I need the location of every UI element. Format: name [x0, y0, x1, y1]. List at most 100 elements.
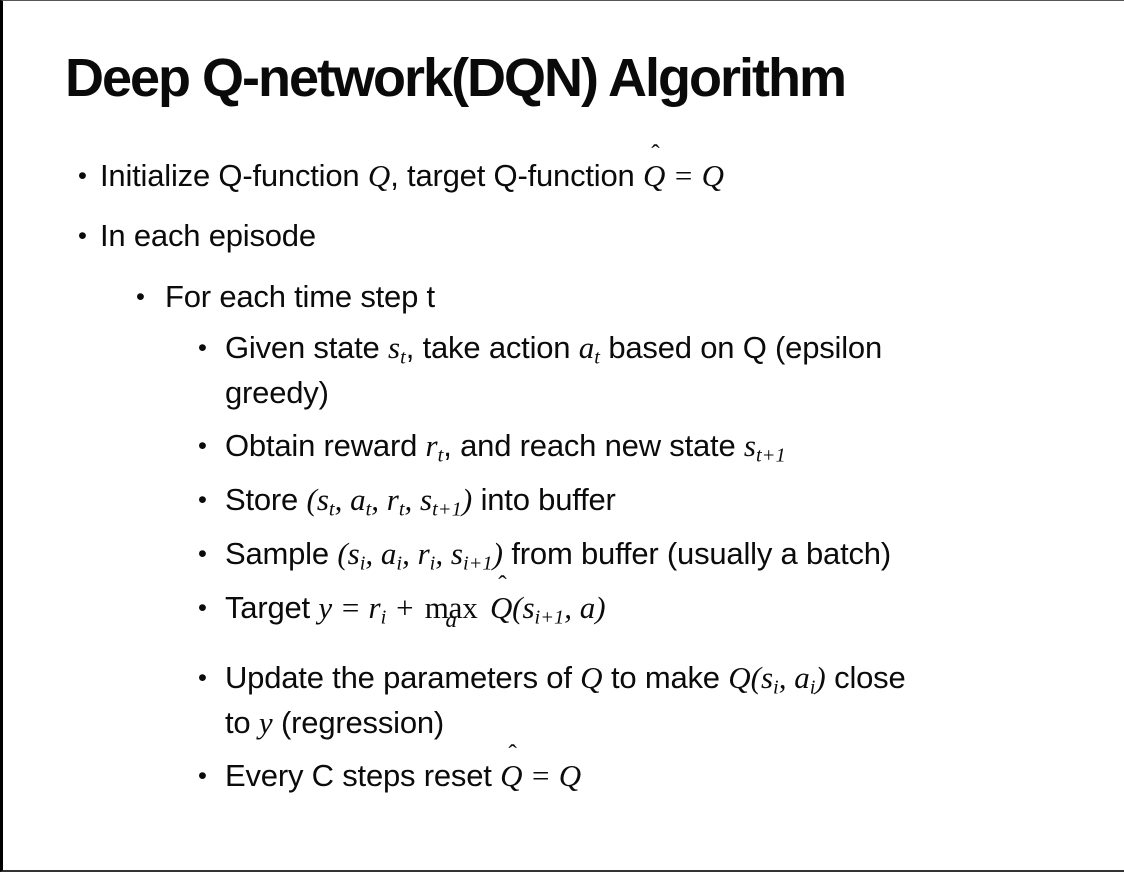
text-run: Obtain reward — [225, 427, 426, 463]
bullet-dot-icon: • — [198, 593, 207, 622]
math-run: , a — [365, 535, 397, 571]
bullet-text: In each episode — [100, 215, 316, 258]
text-run: to — [225, 705, 259, 741]
math-run: , s — [404, 481, 433, 517]
bullet-text: Update the parameters of Q to make Q(si,… — [225, 657, 906, 745]
math-run: Q — [580, 660, 603, 696]
bullet-text: Given state st, take action at based on … — [225, 327, 882, 415]
math-run: = Q — [665, 157, 724, 193]
bullet-text: For each time step t — [165, 276, 435, 319]
slide-title: Deep Q-network(DQN) Algorithm — [65, 48, 847, 108]
bullet-item: • Initialize Q-function Q, target Q-funct… — [78, 139, 1124, 198]
math-run: s — [388, 330, 401, 366]
hat-accent: ˆ — [498, 571, 507, 600]
math-run: , s — [435, 535, 463, 571]
bullet-dot-icon: • — [198, 485, 207, 514]
math-run: (s — [306, 481, 329, 517]
hat-accent: ˆ — [508, 739, 517, 768]
math-subscript: t — [400, 346, 406, 369]
math-run: = Q — [522, 758, 582, 794]
bullet-text: Sample (si, ai, ri, si+1) from buffer (u… — [225, 533, 891, 578]
bullet-item: •Update the parameters of Q to make Q(si… — [198, 657, 1124, 745]
bullet-dot-icon: • — [78, 222, 87, 251]
text-run: based on Q (epsilon — [599, 330, 883, 366]
bullet-item: •Sample (si, ai, ri, si+1) from buffer (… — [198, 533, 1124, 578]
math-subscript: i — [809, 677, 816, 700]
bullet-item: • Obtain reward rt, and reach new state s… — [198, 425, 1124, 470]
math-subscript: t — [594, 346, 600, 369]
bullet-dot-icon: • — [198, 431, 207, 460]
text-run: (regression) — [272, 705, 445, 741]
bullet-dot-icon: • — [136, 283, 145, 312]
math-run: ) — [492, 535, 503, 571]
math-run: s — [743, 427, 756, 463]
math-subscript: t — [365, 498, 372, 521]
math-run: r — [425, 427, 438, 463]
math-subscript: t — [328, 498, 335, 521]
text-run: Update the parameters of — [225, 660, 581, 696]
text-run: In each episode — [100, 218, 316, 254]
math-run: , a) — [564, 589, 606, 625]
math-subscript: i+1 — [534, 606, 565, 629]
text-run — [482, 590, 490, 625]
bullet-text: Store (st, at, rt, st+1) into buffer — [225, 479, 616, 524]
text-run: For each time step t — [165, 279, 435, 315]
math-subscript: i+1 — [462, 552, 493, 575]
text-run: , and reach new state — [443, 427, 744, 463]
bullet-dot-icon: • — [198, 334, 207, 363]
text-run: Target — [225, 589, 319, 625]
text-run: , target Q-function — [390, 157, 643, 193]
text-run: greedy) — [225, 374, 329, 410]
math-subscript: t+1 — [432, 498, 462, 521]
math-subscript: i — [773, 677, 779, 700]
math-run: + — [386, 589, 423, 625]
math-run: , r — [371, 481, 399, 517]
math-subscript: i — [396, 552, 403, 575]
text-run: , take action — [405, 330, 579, 366]
bullet-text: Obtain reward rt, and reach new state st… — [225, 425, 786, 470]
text-run: from buffer (usually a batch) — [502, 535, 891, 571]
text-run: Given state — [225, 330, 389, 366]
math-subscript: t — [398, 498, 405, 521]
bullet-item: •Given state st, take action at based on… — [198, 327, 1124, 415]
text-run: Sample — [225, 535, 338, 571]
text-run: to make — [602, 660, 729, 696]
math-run: a — [578, 330, 595, 366]
math-subscript: i — [380, 606, 387, 629]
bullet-dot-icon: • — [78, 161, 87, 190]
bullet-item: • For each time step t — [136, 276, 1124, 319]
bullet-list: •Initialize Q-function Q, target Q-funct… — [3, 139, 1124, 798]
text-run: close — [825, 660, 906, 696]
hat-accent: ˆ — [651, 139, 660, 168]
math-run: Q(s — [728, 660, 774, 696]
math-run: (s — [512, 589, 535, 625]
bullet-dot-icon: • — [198, 762, 207, 791]
max-operator: max — [424, 589, 478, 625]
bullet-item: • In each episode — [78, 215, 1124, 258]
bullet-dot-icon: • — [198, 539, 207, 568]
math-run: y — [258, 705, 273, 741]
math-subscript: i — [359, 552, 366, 575]
text-run: Initialize Q-function — [100, 157, 368, 193]
math-subscript: t+1 — [756, 444, 786, 467]
bullet-dot-icon: • — [198, 664, 207, 693]
math-run: ) — [461, 481, 473, 517]
bullet-item: •Store (st, at, rt, st+1) into buffer — [198, 479, 1124, 524]
math-run: ) — [815, 660, 826, 696]
text-run: Every C steps reset — [225, 758, 501, 794]
bullet-text: Initialize Q-function Q, target Q-functi… — [100, 139, 724, 198]
math-run: (s — [337, 535, 360, 571]
text-run: into buffer — [472, 481, 616, 517]
math-subscript: t — [437, 444, 444, 467]
math-run: , r — [402, 535, 430, 571]
math-run: , a — [334, 481, 366, 517]
text-run: Store — [225, 481, 307, 517]
